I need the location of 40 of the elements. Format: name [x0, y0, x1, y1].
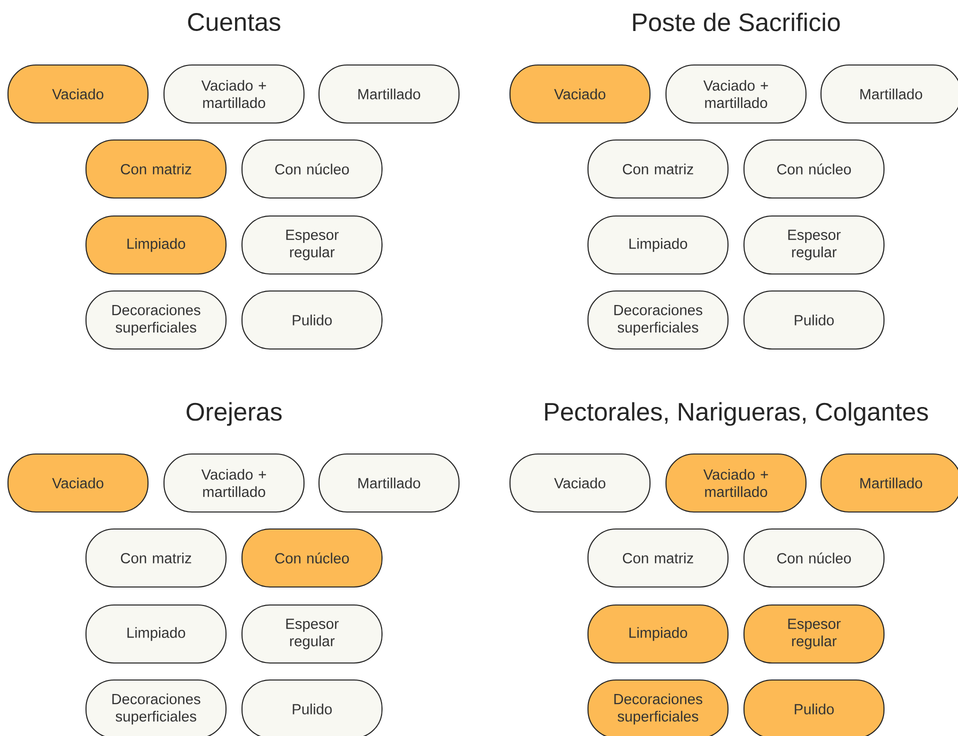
group-title: Poste de Sacrificio: [633, 12, 840, 32]
technique-pill: Vaciado: [7, 453, 149, 513]
technique-pill: Pulido: [743, 679, 885, 736]
technique-pill: Con núcleo: [743, 528, 885, 588]
technique-pill: Limpiado: [85, 215, 227, 275]
technique-pill: Limpiado: [587, 215, 729, 275]
technique-pill: Vaciado + martillado: [163, 64, 305, 124]
technique-pill: Con matriz: [85, 528, 227, 588]
technique-pill: Espesor regular: [743, 215, 885, 275]
group-title: Pectorales, Narigueras, Colgantes: [545, 402, 928, 426]
technique-pill: Martillado: [318, 453, 460, 513]
technique-pill: Martillado: [820, 64, 958, 124]
technique-pill: Vaciado: [509, 64, 651, 124]
technique-pill: Vaciado + martillado: [665, 453, 807, 513]
technique-pill: Limpiado: [85, 604, 227, 664]
technique-pill: Pulido: [743, 290, 885, 350]
technique-pill: Limpiado: [587, 604, 729, 664]
technique-pill: Martillado: [318, 64, 460, 124]
technique-pill: Vaciado + martillado: [163, 453, 305, 513]
technique-pill: Pulido: [241, 290, 383, 350]
technique-pill: Vaciado: [509, 453, 651, 513]
technique-pill: Vaciado + martillado: [665, 64, 807, 124]
technique-pill: Martillado: [820, 453, 958, 513]
technique-pill: Con matriz: [587, 139, 729, 199]
technique-pill: Con matriz: [85, 139, 227, 199]
technique-pill: Con núcleo: [743, 139, 885, 199]
technique-pill: Con matriz: [587, 528, 729, 588]
technique-pill: Con núcleo: [241, 139, 383, 199]
technique-pill: Espesor regular: [241, 604, 383, 664]
group-title: Cuentas: [188, 13, 280, 31]
technique-pill: Espesor regular: [743, 604, 885, 664]
technique-pill: Decoraciones superficiales: [587, 679, 729, 736]
technique-pill: Decoraciones superficiales: [85, 679, 227, 736]
technique-pill: Decoraciones superficiales: [587, 290, 729, 350]
technique-pill: Espesor regular: [241, 215, 383, 275]
technique-pill: Decoraciones superficiales: [85, 290, 227, 350]
technique-pill: Pulido: [241, 679, 383, 736]
technique-pill: Vaciado: [7, 64, 149, 124]
technique-pill: Con núcleo: [241, 528, 383, 588]
group-title: Orejeras: [186, 402, 282, 426]
